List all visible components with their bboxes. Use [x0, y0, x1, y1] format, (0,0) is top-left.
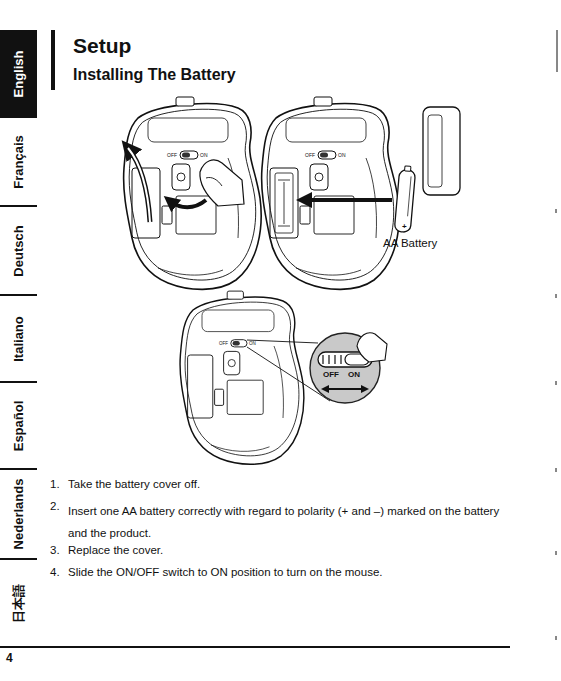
part-name: AA Battery: [383, 237, 437, 250]
mouse-battery-insert: [262, 97, 460, 289]
mouse-battery-insert-part: [423, 107, 460, 195]
edge-marks-part: [556, 551, 557, 555]
step-text: Take the battery cover off.: [68, 478, 200, 491]
subheading: Installing The Battery: [73, 66, 236, 84]
tab-label: Nederlands: [11, 479, 26, 550]
magnifier-drawing: [309, 332, 381, 404]
mouse-battery-insert-part: [275, 173, 293, 233]
switch-grip: [328, 355, 329, 364]
switch-mark: OFF: [167, 153, 177, 159]
page-number: 4: [6, 652, 13, 666]
language-tab: Deutsch: [0, 207, 37, 296]
language-tab-rules: [0, 647, 510, 648]
switch-label: ON: [348, 370, 360, 379]
mouse-switch-on-part: [247, 340, 318, 343]
mouse-battery-insert-part-part: [405, 166, 411, 172]
mouse-battery-insert-part: [304, 198, 392, 202]
switch-grip: [322, 355, 323, 364]
switch-mark: ON: [200, 153, 208, 159]
step-text: Insert one AA battery correctly with reg…: [68, 500, 500, 544]
mouse-battery-insert-part-part: [278, 226, 290, 227]
mouse-cover-removal-part: [200, 160, 244, 206]
step-number: 2.: [50, 500, 60, 513]
edge-marks-part: [556, 381, 557, 385]
page-heading: Setup: [73, 34, 131, 58]
mouse-cover-removal-part: [170, 200, 206, 207]
mouse-battery-insert-part: [394, 165, 416, 232]
mouse-battery-insert-part: [428, 115, 442, 187]
switch-mark: OFF: [219, 341, 228, 346]
mouse-switch-on: [180, 291, 330, 464]
polarity-mark: +: [402, 222, 407, 231]
tab-label: Italiano: [11, 316, 26, 362]
tab-label: Español: [11, 400, 26, 451]
mouse-cover-removal-part: [124, 97, 262, 289]
slide-arrow: [325, 388, 365, 390]
mouse-battery-insert-part-part: [408, 176, 411, 216]
language-tab: Español: [0, 383, 37, 470]
language-tab: Français: [0, 118, 37, 207]
language-tab: Italiano: [0, 296, 37, 383]
edge-marks-part: [556, 294, 557, 298]
tab-label: 日本語: [11, 583, 26, 622]
switch-mark: ON: [249, 341, 256, 346]
tab-label: Français: [11, 135, 26, 188]
switch-label: OFF: [323, 370, 339, 379]
finger: [357, 333, 387, 362]
step-number: 4.: [50, 566, 60, 579]
mouse-switch-on-part: [180, 291, 304, 464]
step-number: 1.: [50, 478, 60, 491]
step-text: Replace the cover.: [68, 544, 163, 557]
edge-marks: [556, 30, 557, 640]
mouse-cover-removal: [124, 97, 262, 289]
mouse-battery-insert-part-part: [278, 180, 290, 181]
tab-label: Deutsch: [11, 225, 26, 276]
edge-marks-part: [556, 636, 557, 640]
edge-marks-part: [556, 209, 557, 213]
mouse-cover-removal-part: [206, 177, 222, 186]
mouse-battery-insert-part-part: [284, 182, 285, 224]
edge-marks-part: [556, 468, 557, 472]
edge-marks-part: [557, 30, 558, 72]
mouse-cover-removal-part: [128, 148, 150, 222]
mouse-battery-insert-part-part: [275, 173, 293, 233]
switch-mark: OFF: [305, 153, 315, 159]
switch-grip: [340, 355, 341, 364]
step-text: Slide the ON/OFF switch to ON position t…: [68, 566, 382, 579]
magnifier-circle: OFF ON: [309, 332, 381, 404]
tab-label: English: [11, 51, 26, 98]
switch-mark: ON: [338, 153, 346, 159]
language-tab: 日本語: [0, 560, 37, 645]
language-tab: English: [0, 30, 37, 118]
mouse-battery-insert-part-part: [394, 169, 415, 232]
heading-bar: [51, 30, 55, 90]
mouse-battery-insert-part: [262, 97, 400, 289]
language-tab-rules-part: [0, 646, 510, 648]
switch-grip: [334, 355, 335, 364]
step-number: 3.: [50, 544, 60, 557]
mouse-cover-removal-part: [128, 148, 150, 222]
language-tab: Nederlands: [0, 470, 37, 560]
